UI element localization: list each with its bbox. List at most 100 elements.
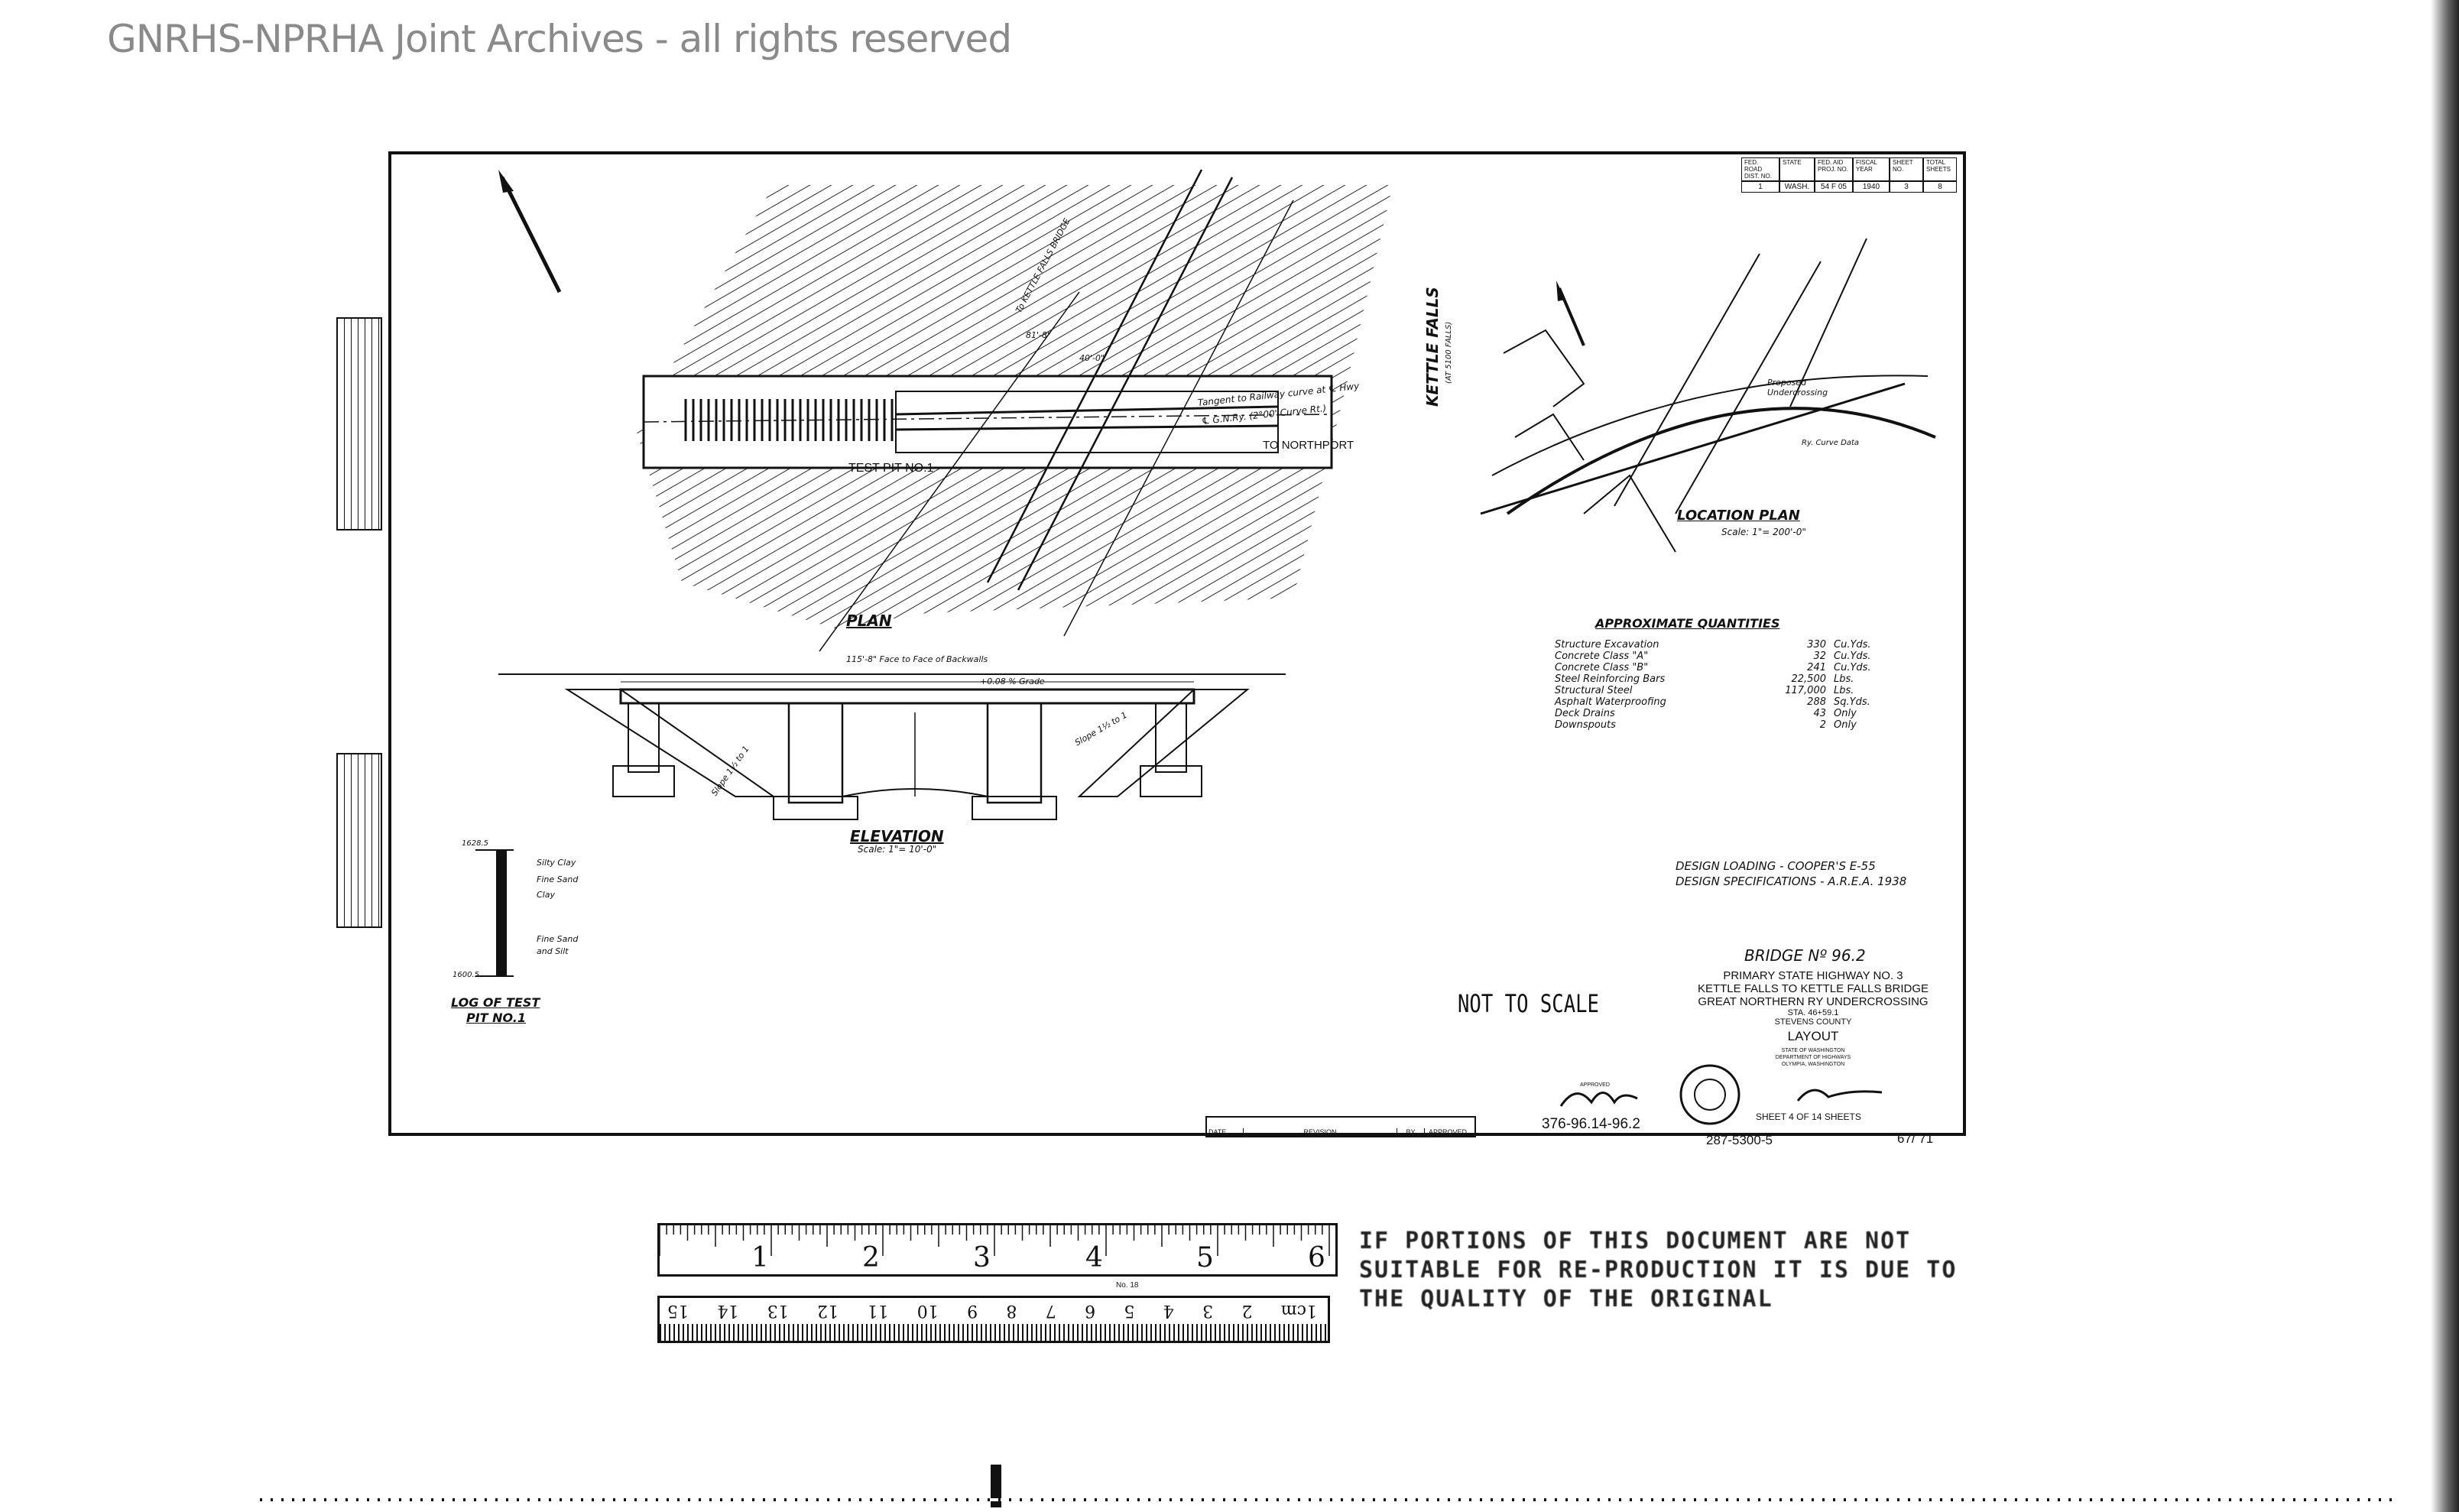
quantity-row: Asphalt Waterproofing 288 Sq.Yds. bbox=[1555, 696, 1871, 708]
cm-ruler-ticks bbox=[660, 1324, 1328, 1341]
header-value: WASH. bbox=[1779, 181, 1815, 193]
header-value: 3 bbox=[1890, 181, 1923, 193]
quantity-unit: Only bbox=[1834, 708, 1857, 719]
revision-label: REVISION bbox=[1244, 1128, 1397, 1136]
cm-label: 11 bbox=[867, 1301, 889, 1320]
quantity-name: Asphalt Waterproofing bbox=[1555, 696, 1666, 708]
quantity-name: Structural Steel bbox=[1555, 685, 1633, 696]
ruler-inch-6: 6 bbox=[1308, 1242, 1325, 1274]
cm-label: 3 bbox=[1202, 1301, 1214, 1320]
drawing-linework bbox=[475, 169, 1936, 1125]
quantity-value: 288 bbox=[1807, 696, 1826, 708]
dept-label: DEPARTMENT OF HIGHWAYS bbox=[1775, 1055, 1851, 1060]
span-note: 115'-8" Face to Face of Backwalls bbox=[846, 654, 988, 664]
log-top-elev: 1628.5 bbox=[462, 839, 488, 848]
quantity-name: Concrete Class "A" bbox=[1555, 651, 1649, 662]
title-line-4: STA. 46+59.1 bbox=[1787, 1008, 1839, 1017]
ruler-inch-3: 3 bbox=[973, 1242, 991, 1274]
header-cell: SHEET NO. bbox=[1890, 157, 1923, 181]
reproduction-disclaimer: IF PORTIONS OF THIS DOCUMENT ARE NOT SUI… bbox=[1359, 1228, 1958, 1312]
proposed-undercrossing-label: Proposed Undercrossing bbox=[1767, 378, 1828, 397]
quantity-unit: Sq.Yds. bbox=[1834, 696, 1870, 708]
plan-title: PLAN bbox=[846, 612, 892, 630]
elevation-title: ELEVATION bbox=[850, 827, 944, 845]
log-title-2: PIT NO.1 bbox=[466, 1011, 527, 1025]
revision-date-label: DATE bbox=[1207, 1128, 1244, 1136]
header-value: 8 bbox=[1923, 181, 1957, 193]
location-plan-title: LOCATION PLAN bbox=[1677, 508, 1800, 524]
to-northport-label: TO NORTHPORT bbox=[1263, 439, 1354, 452]
revision-approved-label: APPROVED bbox=[1428, 1128, 1467, 1136]
quantity-row: Concrete Class "A" 32 Cu.Yds. bbox=[1555, 651, 1871, 662]
cm-label: 6 bbox=[1085, 1301, 1096, 1320]
revision-block: DATE REVISION BY APPROVED bbox=[1205, 1116, 1476, 1137]
header-cell: FED. AID PROJ. NO. bbox=[1815, 157, 1853, 181]
quantity-unit: Lbs. bbox=[1834, 685, 1854, 696]
inch-ruler-ticks bbox=[660, 1225, 1330, 1256]
header-value: 54 F 05 bbox=[1815, 181, 1853, 193]
header-cell: STATE bbox=[1779, 157, 1815, 181]
left-margin-strip-bottom bbox=[336, 753, 382, 928]
cm-ruler: 1cm 2 3 4 5 6 7 8 9 10 11 12 13 14 15 bbox=[657, 1296, 1330, 1343]
header-cell: FED. ROAD DIST. NO. bbox=[1741, 157, 1779, 181]
title-block-text: PRIMARY STATE HIGHWAY NO. 3 KETTLE FALLS… bbox=[1660, 969, 1966, 1068]
header-value: 1 bbox=[1741, 181, 1779, 193]
cm-label: 1cm bbox=[1280, 1301, 1317, 1320]
quantity-value: 117,000 bbox=[1785, 685, 1826, 696]
left-margin-strip-top bbox=[336, 317, 382, 530]
log-layer-4: Fine Sand bbox=[537, 934, 579, 944]
quantity-name: Deck Drains bbox=[1555, 708, 1615, 719]
ruler-inch-4: 4 bbox=[1085, 1242, 1103, 1274]
cm-label: 8 bbox=[1006, 1301, 1017, 1320]
quantity-unit: Cu.Yds. bbox=[1834, 651, 1871, 662]
quantity-unit: Cu.Yds. bbox=[1834, 639, 1871, 651]
quantity-value: 32 bbox=[1813, 651, 1826, 662]
sheet-count: SHEET 4 OF 14 SHEETS bbox=[1756, 1111, 1861, 1122]
grade-note: +0.08 % Grade bbox=[980, 677, 1045, 686]
design-loading-note: DESIGN LOADING - COOPER'S E-55 bbox=[1676, 859, 1876, 873]
quantity-value: 22,500 bbox=[1791, 673, 1827, 685]
drawing-number: 376-96.14-96.2 bbox=[1542, 1116, 1640, 1132]
test-pit-label: TEST PIT NO.1 bbox=[848, 462, 934, 475]
cm-ruler-labels: 1cm 2 3 4 5 6 7 8 9 10 11 12 13 14 15 bbox=[667, 1301, 1317, 1320]
archive-watermark: GNRHS-NPRHA Joint Archives - all rights … bbox=[107, 17, 1012, 61]
town-sublabel: (AT 5100 FALLS) bbox=[1445, 321, 1453, 384]
not-to-scale-stamp: NOT TO SCALE bbox=[1458, 989, 1599, 1018]
drawing-sheet: FED. ROAD DIST. NO. STATE FED. AID PROJ.… bbox=[388, 151, 1966, 1147]
cm-label: 13 bbox=[767, 1301, 789, 1320]
page-number: 67/ 71 bbox=[1897, 1131, 1934, 1146]
cm-label: 15 bbox=[667, 1301, 689, 1320]
cm-label: 9 bbox=[967, 1301, 978, 1320]
title-line-1: PRIMARY STATE HIGHWAY NO. 3 bbox=[1723, 969, 1903, 982]
quantity-unit: Only bbox=[1834, 719, 1857, 731]
ry-curve-data-label: Ry. Curve Data bbox=[1802, 439, 1860, 447]
title-line-2: KETTLE FALLS TO KETTLE FALLS BRIDGE bbox=[1697, 982, 1929, 995]
log-layer-2: Fine Sand bbox=[537, 874, 579, 884]
quantity-value: 241 bbox=[1807, 662, 1826, 673]
bottom-scan-artifact bbox=[991, 1465, 1001, 1507]
file-number: 287-5300-5 bbox=[1706, 1133, 1773, 1147]
log-bottom-elev: 1600.5 bbox=[453, 971, 479, 979]
quantity-row: Structural Steel 117,000 Lbs. bbox=[1555, 685, 1871, 696]
cm-label: 14 bbox=[717, 1301, 739, 1320]
town-label: KETTLE FALLS bbox=[1423, 287, 1442, 407]
title-line-5: STEVENS COUNTY bbox=[1774, 1017, 1852, 1027]
quantity-name: Structure Excavation bbox=[1555, 639, 1659, 651]
plan-dim-1: 81'-8" bbox=[1026, 330, 1052, 340]
header-cell: TOTAL SHEETS bbox=[1923, 157, 1957, 181]
log-layer-1: Silty Clay bbox=[537, 858, 576, 868]
plan-dim-2: 40'-0" bbox=[1079, 353, 1105, 363]
layout-title: LAYOUT bbox=[1787, 1029, 1839, 1043]
header-table: FED. ROAD DIST. NO. STATE FED. AID PROJ.… bbox=[1741, 157, 1957, 193]
header-cell: FISCAL YEAR bbox=[1853, 157, 1890, 181]
ruler-no-label: No. 18 bbox=[1116, 1281, 1139, 1290]
cm-label: 12 bbox=[817, 1301, 839, 1320]
inch-ruler: 1 2 3 4 5 6 bbox=[657, 1223, 1338, 1277]
approved-label: APPROVED bbox=[1580, 1082, 1610, 1088]
